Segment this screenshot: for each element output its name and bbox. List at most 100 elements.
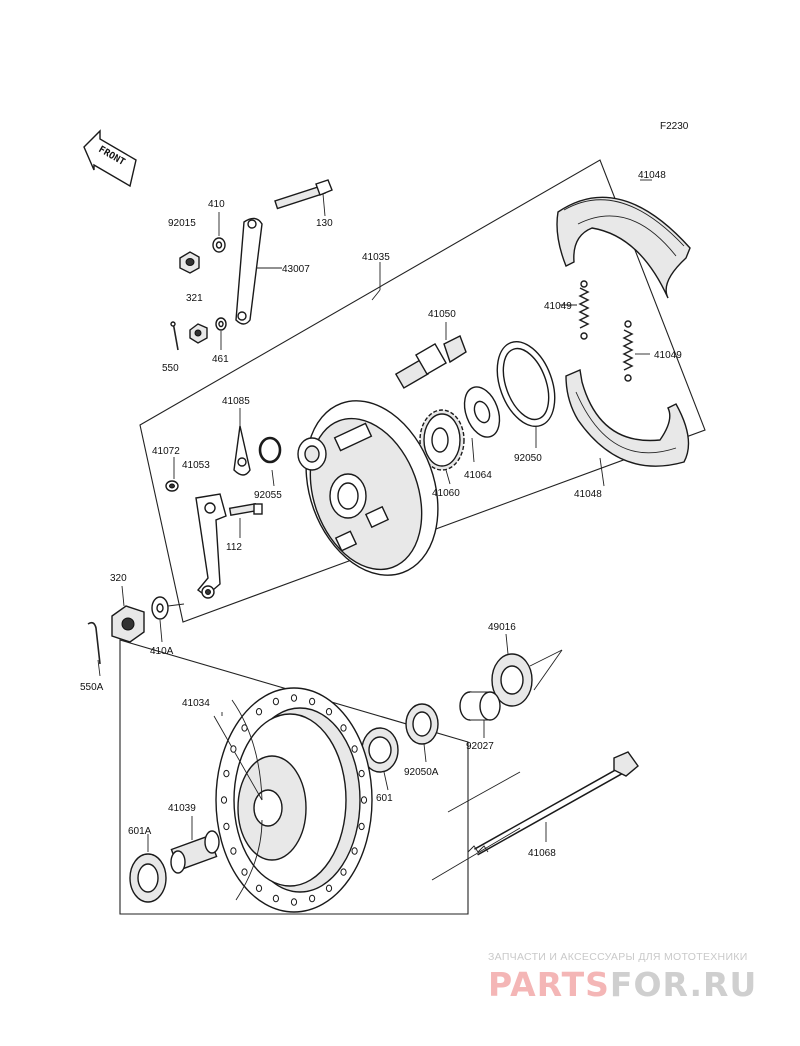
label-41068: 41068 — [528, 848, 556, 859]
o-ring-92055 — [258, 436, 282, 487]
label-41039: 41039 — [168, 803, 196, 814]
brake-arm-41053 — [195, 493, 227, 599]
label-601: 601 — [376, 793, 393, 804]
bolt-130 — [274, 179, 333, 217]
hub-spoke-hole — [272, 697, 279, 706]
label-41050: 41050 — [428, 309, 456, 320]
washer-410 — [212, 212, 226, 253]
label-41085: 41085 — [222, 396, 250, 407]
hub-spoke-hole — [290, 694, 298, 702]
hub-spoke-hole — [255, 884, 263, 892]
label-461: 461 — [212, 354, 229, 365]
hub-spoke-hole — [230, 745, 237, 753]
label-41035: 41035 — [362, 252, 390, 263]
gear-41060 — [419, 409, 465, 485]
label-410: 410 — [208, 199, 225, 210]
watermark-brand: PARTSFOR.RU — [488, 965, 757, 1004]
label-92015: 92015 — [168, 218, 196, 229]
lever-43007 — [235, 217, 282, 325]
hub-spoke-hole — [360, 796, 368, 804]
axle-41068 — [431, 751, 639, 881]
label-92027: 92027 — [466, 741, 494, 752]
hub-spoke-hole — [220, 796, 228, 804]
label-112: 112 — [226, 542, 242, 553]
seal-92050 — [496, 341, 556, 448]
hub-spoke-hole — [358, 822, 365, 831]
label-130: 130 — [316, 218, 333, 229]
label-41064: 41064 — [464, 470, 492, 481]
hub-spoke-hole — [230, 847, 237, 855]
wheel-assembly-frame — [119, 639, 469, 915]
spring-41049-a — [560, 280, 590, 340]
label-321: 321 — [186, 293, 203, 304]
spacer-41039 — [170, 816, 220, 874]
label-410A: 410A — [150, 646, 174, 657]
hub-spoke-hole — [340, 868, 347, 876]
cotter-pin-550 — [170, 321, 179, 351]
label-41053: 41053 — [182, 460, 210, 471]
hub-spoke-hole — [325, 884, 333, 892]
nut-92015 — [179, 251, 200, 274]
indicator-41064 — [463, 386, 501, 463]
front-arrow-icon: FRONT — [83, 129, 137, 188]
label-41072: 41072 — [152, 446, 180, 457]
seal-49016 — [491, 633, 563, 707]
watermark: ЗАПЧАСТИ И АКСЕССУАРЫ ДЛЯ МОТОТЕХНИКИ PA… — [488, 951, 757, 1004]
hub-spoke-hole — [290, 898, 298, 906]
label-49016: 49016 — [488, 622, 516, 633]
label-41049-b: 41049 — [654, 350, 682, 361]
watermark-brand-b: FOR.RU — [610, 965, 757, 1004]
bolt-112 — [228, 502, 263, 538]
cam-41050 — [394, 322, 467, 389]
label-601A: 601A — [128, 826, 152, 837]
label-41048-top: 41048 — [638, 170, 666, 181]
brake-panel — [297, 262, 439, 576]
hub-spoke-hole — [223, 769, 230, 778]
watermark-brand-a: PARTS — [488, 965, 610, 1004]
hub-spoke-hole — [351, 745, 358, 753]
hub-spoke-hole — [358, 769, 365, 778]
hub-spoke-hole — [255, 708, 263, 716]
part-labels: 41048 41049 41049 41050 41035 130 410 92… — [80, 170, 682, 859]
washer-410A — [151, 596, 185, 643]
brake-panel-assembly-frame — [139, 159, 706, 623]
label-43007: 43007 — [282, 264, 310, 275]
nut-321 — [189, 323, 208, 344]
castle-nut-320 — [111, 585, 145, 643]
hub-spoke-hole — [325, 708, 333, 716]
bearing-601A — [129, 834, 167, 903]
hub-spoke-hole — [223, 822, 230, 831]
bearing-92050A — [405, 703, 439, 763]
hub-spoke-hole — [351, 847, 358, 855]
label-550A: 550A — [80, 682, 104, 693]
hub-spoke-holes — [220, 694, 368, 906]
bearing-601 — [361, 727, 399, 791]
label-92050A: 92050A — [404, 767, 439, 778]
hub-spoke-hole — [241, 868, 248, 876]
hub-spoke-hole — [309, 697, 316, 706]
watermark-tagline: ЗАПЧАСТИ И АКСЕССУАРЫ ДЛЯ МОТОТЕХНИКИ — [488, 951, 748, 963]
indicator-41085 — [233, 408, 251, 476]
wheel-hub-41034 — [213, 687, 373, 913]
label-550: 550 — [162, 363, 179, 374]
label-92055: 92055 — [254, 490, 282, 501]
label-41060: 41060 — [432, 488, 460, 499]
label-41034: 41034 — [182, 698, 210, 709]
spring-41049-b — [622, 320, 650, 382]
label-92050: 92050 — [514, 453, 542, 464]
hub-spoke-hole — [241, 724, 248, 732]
brake-shoe-41048-top — [556, 179, 691, 299]
cotter-pin-550A — [87, 621, 101, 677]
brake-shoe-41048-bottom — [565, 369, 690, 487]
washer-41072 — [165, 457, 179, 492]
label-41049-a: 41049 — [544, 301, 572, 312]
diagram-code: F2230 — [660, 121, 689, 132]
hub-spoke-hole — [309, 894, 316, 903]
collar-92027 — [459, 691, 501, 738]
washer-461 — [215, 317, 227, 350]
label-320: 320 — [110, 573, 127, 584]
label-41048-bottom: 41048 — [574, 489, 602, 500]
hub-spoke-hole — [272, 894, 279, 903]
hub-spoke-hole — [340, 724, 347, 732]
